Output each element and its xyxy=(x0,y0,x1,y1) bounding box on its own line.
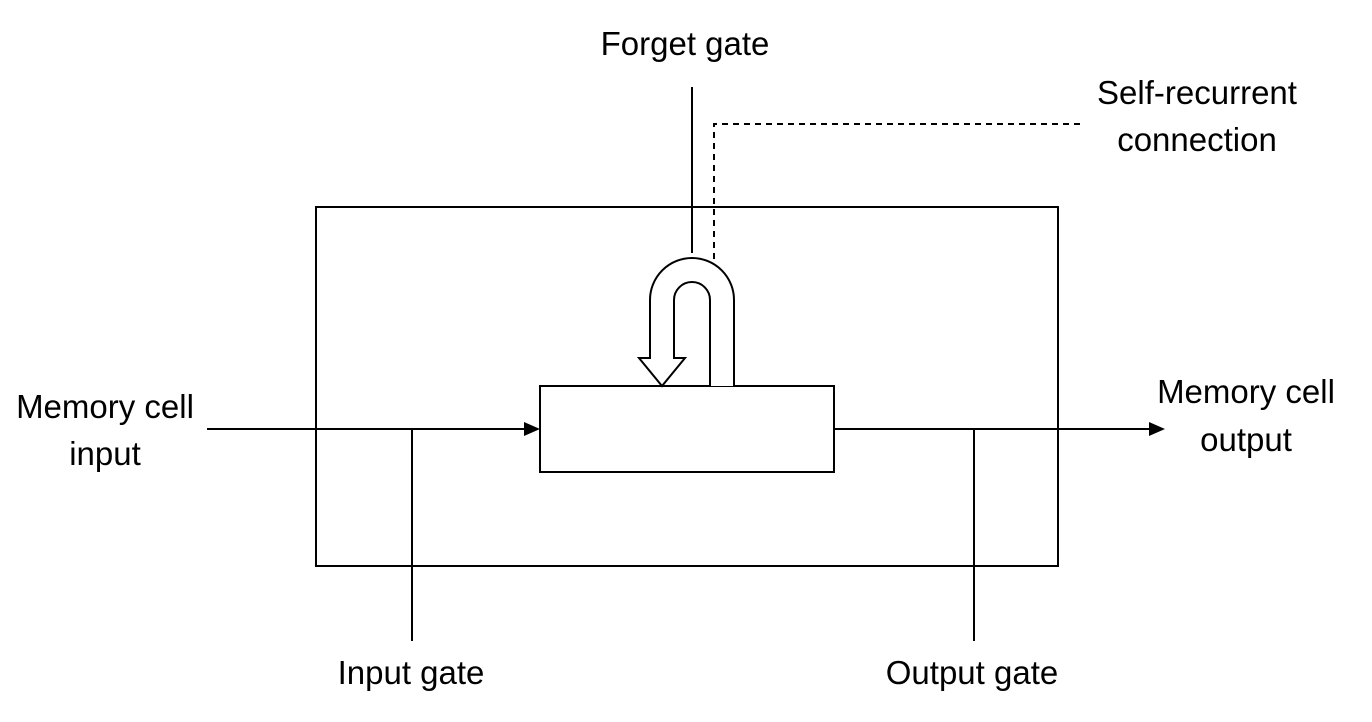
input-gate-label: Input gate xyxy=(338,654,485,691)
memory-block-outer-box xyxy=(315,206,1059,567)
self-recurrent-leader-dashed xyxy=(713,123,1080,260)
output-flow-arrowhead xyxy=(1149,422,1165,436)
self-recurrent-loop-arrow xyxy=(636,257,735,388)
cell-state-box xyxy=(539,385,835,473)
memory-cell-input-label-line1: Memory cell xyxy=(16,388,194,425)
self-recurrent-label-line1: Self-recurrent xyxy=(1097,74,1297,111)
memory-cell-output-label-line2: output xyxy=(1200,421,1292,458)
input-flow-arrowhead xyxy=(524,422,540,436)
forget-gate-label: Forget gate xyxy=(601,25,770,62)
output-gate-label: Output gate xyxy=(886,654,1058,691)
self-recurrent-label-line2: connection xyxy=(1117,121,1277,158)
memory-cell-output-label-line1: Memory cell xyxy=(1157,373,1335,410)
memory-cell-input-label-line2: input xyxy=(69,435,141,472)
